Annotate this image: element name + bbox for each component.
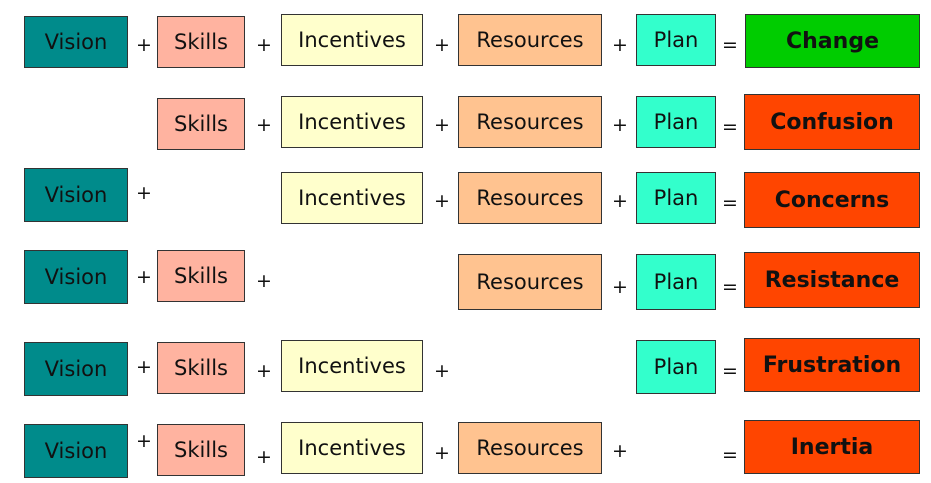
resources-box: Resources: [458, 422, 602, 474]
resources-box: Resources: [458, 254, 602, 310]
plus-sign: +: [434, 360, 450, 382]
equation-row-concerns: Vision + Incentives + Resources + Plan =…: [0, 168, 931, 228]
plus-sign: +: [136, 266, 152, 288]
incentives-box: Incentives: [281, 14, 423, 66]
equation-row-change: Vision + Skills + Incentives + Resources…: [0, 12, 931, 72]
plus-sign: +: [256, 360, 272, 382]
equation-row-resistance: Vision + Skills + Resources + Plan = Res…: [0, 250, 931, 310]
plus-sign: +: [612, 440, 628, 462]
plus-sign: +: [612, 190, 628, 212]
plus-sign: +: [136, 182, 152, 204]
skills-box: Skills: [157, 16, 245, 68]
vision-box: Vision: [24, 342, 128, 396]
plan-box: Plan: [636, 96, 716, 148]
result-box-inertia: Inertia: [744, 420, 920, 474]
plan-box: Plan: [636, 172, 716, 224]
skills-box: Skills: [157, 98, 245, 150]
equation-row-frustration: Vision + Skills + Incentives + Plan = Fr…: [0, 338, 931, 398]
result-box-resistance: Resistance: [744, 252, 920, 308]
result-box-frustration: Frustration: [744, 338, 920, 392]
plus-sign: +: [136, 34, 152, 56]
resources-box: Resources: [458, 14, 602, 66]
plus-sign: +: [256, 34, 272, 56]
vision-box: Vision: [24, 250, 128, 304]
vision-box: Vision: [24, 424, 128, 478]
equals-sign: =: [722, 276, 738, 298]
plus-sign: +: [256, 270, 272, 292]
equals-sign: =: [722, 444, 738, 466]
incentives-box: Incentives: [281, 172, 423, 224]
skills-box: Skills: [157, 342, 245, 394]
plus-sign: +: [136, 430, 152, 452]
plan-box: Plan: [636, 254, 716, 310]
plan-box: Plan: [636, 14, 716, 66]
plus-sign: +: [136, 356, 152, 378]
plus-sign: +: [612, 114, 628, 136]
incentives-box: Incentives: [281, 422, 423, 474]
plus-sign: +: [434, 114, 450, 136]
plus-sign: +: [256, 114, 272, 136]
equals-sign: =: [722, 192, 738, 214]
vision-box: Vision: [24, 168, 128, 222]
plus-sign: +: [612, 276, 628, 298]
plus-sign: +: [612, 34, 628, 56]
result-box-concerns: Concerns: [744, 172, 920, 228]
resources-box: Resources: [458, 96, 602, 148]
incentives-box: Incentives: [281, 96, 423, 148]
plus-sign: +: [434, 442, 450, 464]
plan-box: Plan: [636, 340, 716, 394]
equation-row-inertia: Vision + Skills + Incentives + Resources…: [0, 420, 931, 480]
vision-box: Vision: [24, 16, 128, 68]
equals-sign: =: [722, 34, 738, 56]
result-box-confusion: Confusion: [744, 94, 920, 150]
plus-sign: +: [434, 190, 450, 212]
equals-sign: =: [722, 116, 738, 138]
result-box-change: Change: [745, 14, 920, 68]
skills-box: Skills: [157, 250, 245, 302]
plus-sign: +: [256, 446, 272, 468]
incentives-box: Incentives: [281, 340, 423, 392]
plus-sign: +: [434, 34, 450, 56]
resources-box: Resources: [458, 172, 602, 224]
equals-sign: =: [722, 360, 738, 382]
skills-box: Skills: [157, 424, 245, 476]
equation-row-confusion: Skills + Incentives + Resources + Plan =…: [0, 94, 931, 154]
